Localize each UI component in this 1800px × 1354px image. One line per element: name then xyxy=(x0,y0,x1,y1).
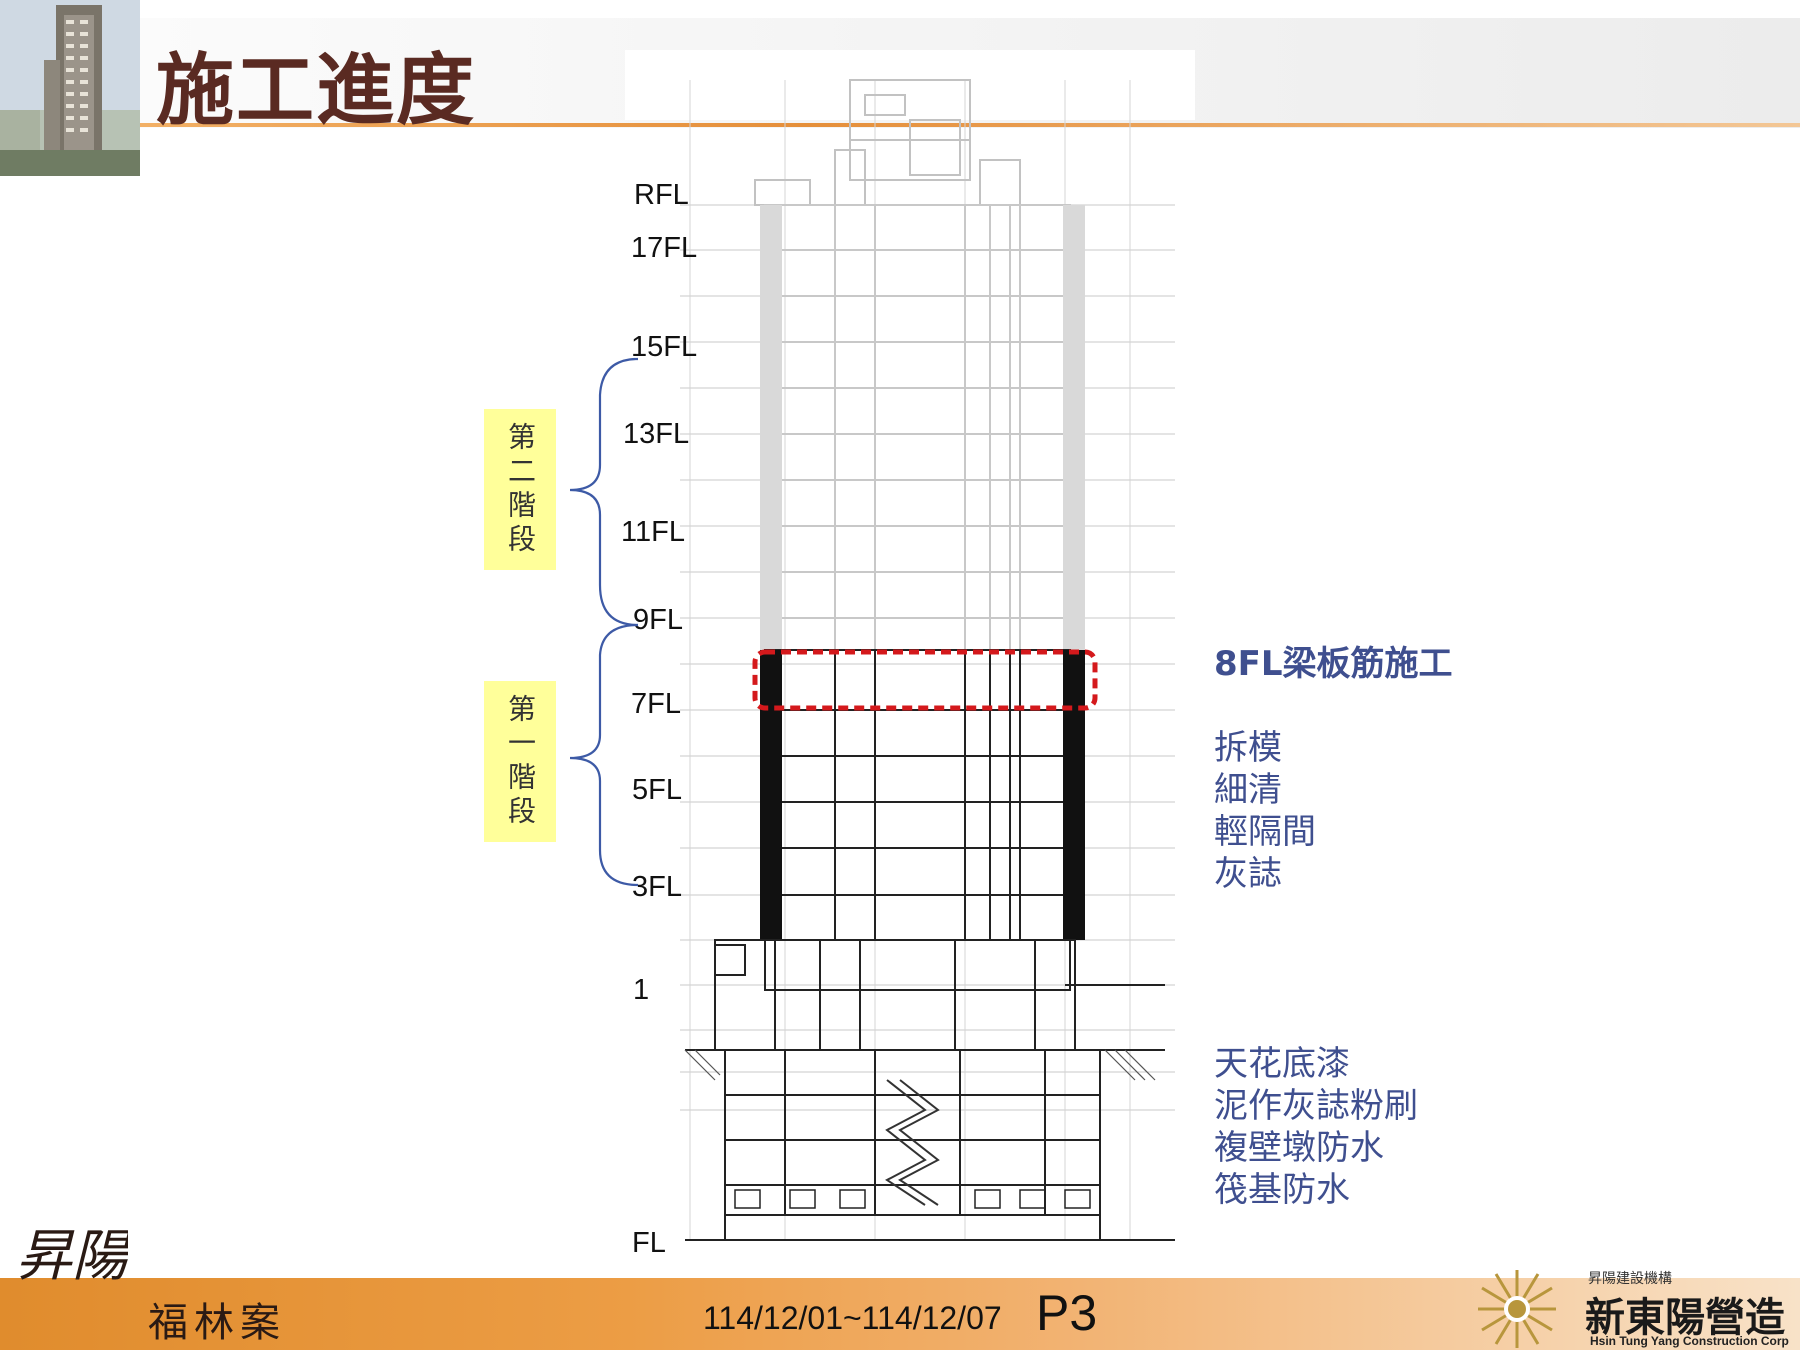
floor-label-9fl: 9FL xyxy=(633,604,683,636)
floor-label-basement: FL xyxy=(632,1227,666,1259)
floor-label-1fl: 1 xyxy=(633,974,650,1006)
floor-label-5fl: 5FL xyxy=(632,774,682,806)
company-logo-icon xyxy=(1476,1268,1558,1354)
header-building-photo xyxy=(0,0,140,176)
floor-label-15fl: 15FL xyxy=(631,331,698,363)
company-name-english: Hsin Tung Yang Construction Corp xyxy=(1590,1334,1789,1348)
task-list-lower: 天花底漆 泥作灰誌粉刷 複壁墩防水 筏基防水 xyxy=(1214,1043,1418,1211)
task-item: 細清 xyxy=(1214,770,1282,810)
task-item: 輕隔間 xyxy=(1214,812,1316,852)
phase-1-text: 第一階段 xyxy=(504,693,537,830)
phase-brackets xyxy=(560,345,640,895)
building-section-drawing xyxy=(625,50,1195,1250)
task-item: 複壁墩防水 xyxy=(1214,1128,1384,1168)
company-name: 新東陽營造 xyxy=(1585,1294,1785,1341)
floor-label-3fl: 3FL xyxy=(632,871,682,903)
phase-2-label: 第二階段 xyxy=(484,409,556,570)
task-item: 天花底漆 xyxy=(1214,1044,1350,1084)
logo-char-1: 昇陽 xyxy=(16,1224,128,1289)
task-item: 筏基防水 xyxy=(1214,1170,1350,1210)
task-item: 拆模 xyxy=(1214,728,1282,768)
floor-label-17fl: 17FL xyxy=(631,232,698,264)
company-group-name: 昇陽建設機構 xyxy=(1588,1271,1672,1287)
task-item: 泥作灰誌粉刷 xyxy=(1214,1086,1418,1126)
page-number: P3 xyxy=(1036,1285,1098,1341)
floor-label-11fl: 11FL xyxy=(621,516,685,548)
task-list-upper: 拆模 細清 輕隔間 灰誌 xyxy=(1214,727,1316,895)
date-range: 114/12/01~114/12/07 xyxy=(703,1300,1002,1336)
floor-label-13fl: 13FL xyxy=(623,418,690,450)
phase-1-label: 第一階段 xyxy=(484,681,556,842)
floor-label-7fl: 7FL xyxy=(631,688,681,720)
current-task-text: 8FL梁板筋施工 xyxy=(1214,644,1453,684)
task-item: 灰誌 xyxy=(1214,854,1282,894)
floor-label-rfl: RFL xyxy=(634,179,689,211)
footer-calligraphy-logo: 昇陽 xyxy=(8,1220,133,1354)
project-name: 福林案 xyxy=(148,1300,286,1346)
page-title: 施工進度 xyxy=(156,45,477,136)
phase-2-text: 第二階段 xyxy=(504,421,537,558)
